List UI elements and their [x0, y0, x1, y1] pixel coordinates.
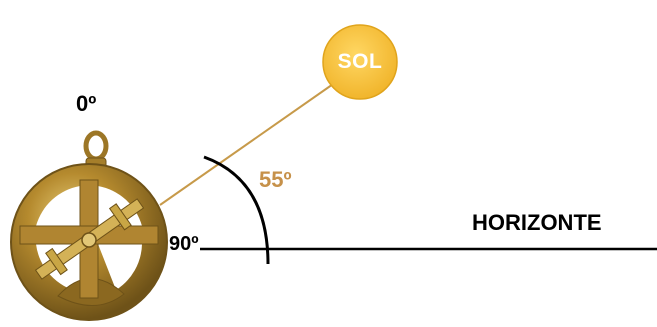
astrolabe-pinnule-left	[45, 247, 68, 276]
astrolabe-illustration	[10, 130, 168, 321]
horizon-label: HORIZONTE	[472, 210, 602, 235]
sun-ray-line	[159, 81, 337, 206]
astrolabe-center-pin	[81, 232, 97, 248]
sun-label: SOL	[337, 50, 383, 73]
altitude-angle-label: 55º	[259, 167, 292, 192]
zenith-label: 0º	[76, 91, 97, 116]
sun-circle	[322, 24, 398, 100]
astrolabe-opening-bottom-right	[98, 244, 142, 290]
astrolabe-opening-top-left	[36, 186, 80, 226]
horizon-angle-label: 90º	[169, 233, 199, 255]
altitude-arc	[203, 155, 270, 265]
astrolabe-ring	[83, 130, 109, 162]
astrolabe-pinnule-right	[108, 203, 132, 231]
